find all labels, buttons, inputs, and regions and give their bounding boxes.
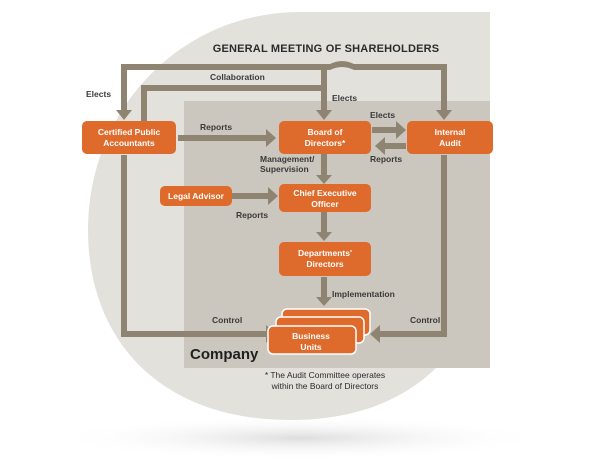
label-supervision: Supervision: [260, 164, 309, 174]
reports-audit-left-arrowhead: [375, 137, 385, 155]
management-arrowhead: [316, 175, 332, 184]
elects-outer-top: [121, 64, 327, 70]
svg-text:Business: Business: [292, 331, 330, 341]
svg-text:Directors*: Directors*: [305, 138, 346, 148]
company-label: Company: [190, 346, 259, 363]
connectors: [116, 61, 452, 343]
implementation-shaft: [321, 277, 327, 297]
diagram-title: GENERAL MEETING OF SHAREHOLDERS: [213, 43, 440, 55]
elects-audit-arrowhead: [436, 110, 452, 120]
elects-inner-down: [321, 70, 327, 110]
control-left-down: [121, 155, 127, 337]
elects-cpa-arrowhead: [116, 110, 132, 120]
drop-shadow: [50, 416, 550, 460]
elects-board-arrowhead: [316, 110, 332, 120]
reports-cpa-arrowhead: [266, 129, 276, 147]
box-ceo: Chief Executive Officer: [279, 184, 371, 212]
reports-legal-arrowhead: [268, 187, 278, 205]
elects-outer-left-down: [121, 64, 127, 110]
svg-text:Audit: Audit: [439, 138, 461, 148]
label-implementation: Implementation: [332, 289, 395, 299]
box-internal-audit: Internal Audit: [407, 121, 493, 154]
svg-text:Units: Units: [300, 342, 322, 352]
elects-audit-shaft: [372, 127, 396, 133]
label-reports-audit: Reports: [370, 154, 402, 164]
elects-audit-right-arrowhead: [396, 121, 406, 139]
business-units-front: [267, 325, 357, 355]
label-management: Management/: [260, 154, 315, 164]
ceo-departments-arrowhead: [316, 232, 332, 241]
elects-inner-top: [141, 85, 327, 91]
box-board: Board of Directors*: [279, 121, 371, 154]
box-departments-directors: Departments' Directors: [279, 242, 371, 276]
label-reports-legal: Reports: [236, 210, 268, 220]
svg-text:Board of: Board of: [308, 127, 343, 137]
box-legal-advisor: Legal Advisor: [160, 186, 232, 206]
box-business-units: Business Units: [267, 308, 371, 355]
label-collaboration: Collaboration: [210, 72, 265, 82]
ceo-departments-shaft: [321, 212, 327, 232]
svg-text:Chief Executive: Chief Executive: [293, 188, 357, 198]
control-right-arrowhead: [370, 325, 380, 343]
svg-text:Directors: Directors: [306, 259, 344, 269]
implementation-arrowhead: [316, 297, 332, 306]
box-cpa: Certified Public Accountants: [82, 121, 176, 154]
footnote-line-2: within the Board of Directors: [271, 381, 379, 391]
control-right-across: [380, 331, 447, 337]
reports-audit-shaft: [385, 143, 406, 149]
label-elects-left: Elects: [86, 89, 111, 99]
svg-text:Accountants: Accountants: [103, 138, 155, 148]
svg-text:Departments': Departments': [298, 248, 352, 258]
footnote-line-1: * The Audit Committee operates: [265, 370, 385, 380]
control-left-across: [121, 331, 266, 337]
label-control-left: Control: [212, 315, 242, 325]
label-reports-cpa: Reports: [200, 122, 232, 132]
label-elects-right: Elects: [370, 110, 395, 120]
reports-cpa-shaft: [178, 135, 266, 141]
svg-text:Officer: Officer: [311, 199, 339, 209]
svg-text:Certified Public: Certified Public: [98, 127, 161, 137]
elects-outer-bridge: [320, 61, 447, 110]
label-control-right: Control: [410, 315, 440, 325]
svg-text:Internal: Internal: [435, 127, 466, 137]
svg-text:Legal Advisor: Legal Advisor: [168, 191, 225, 201]
control-right-down: [441, 155, 447, 337]
management-shaft: [321, 153, 327, 175]
elects-inner-left: [141, 85, 147, 121]
reports-legal-shaft: [232, 193, 268, 199]
label-elects-center: Elects: [332, 93, 357, 103]
